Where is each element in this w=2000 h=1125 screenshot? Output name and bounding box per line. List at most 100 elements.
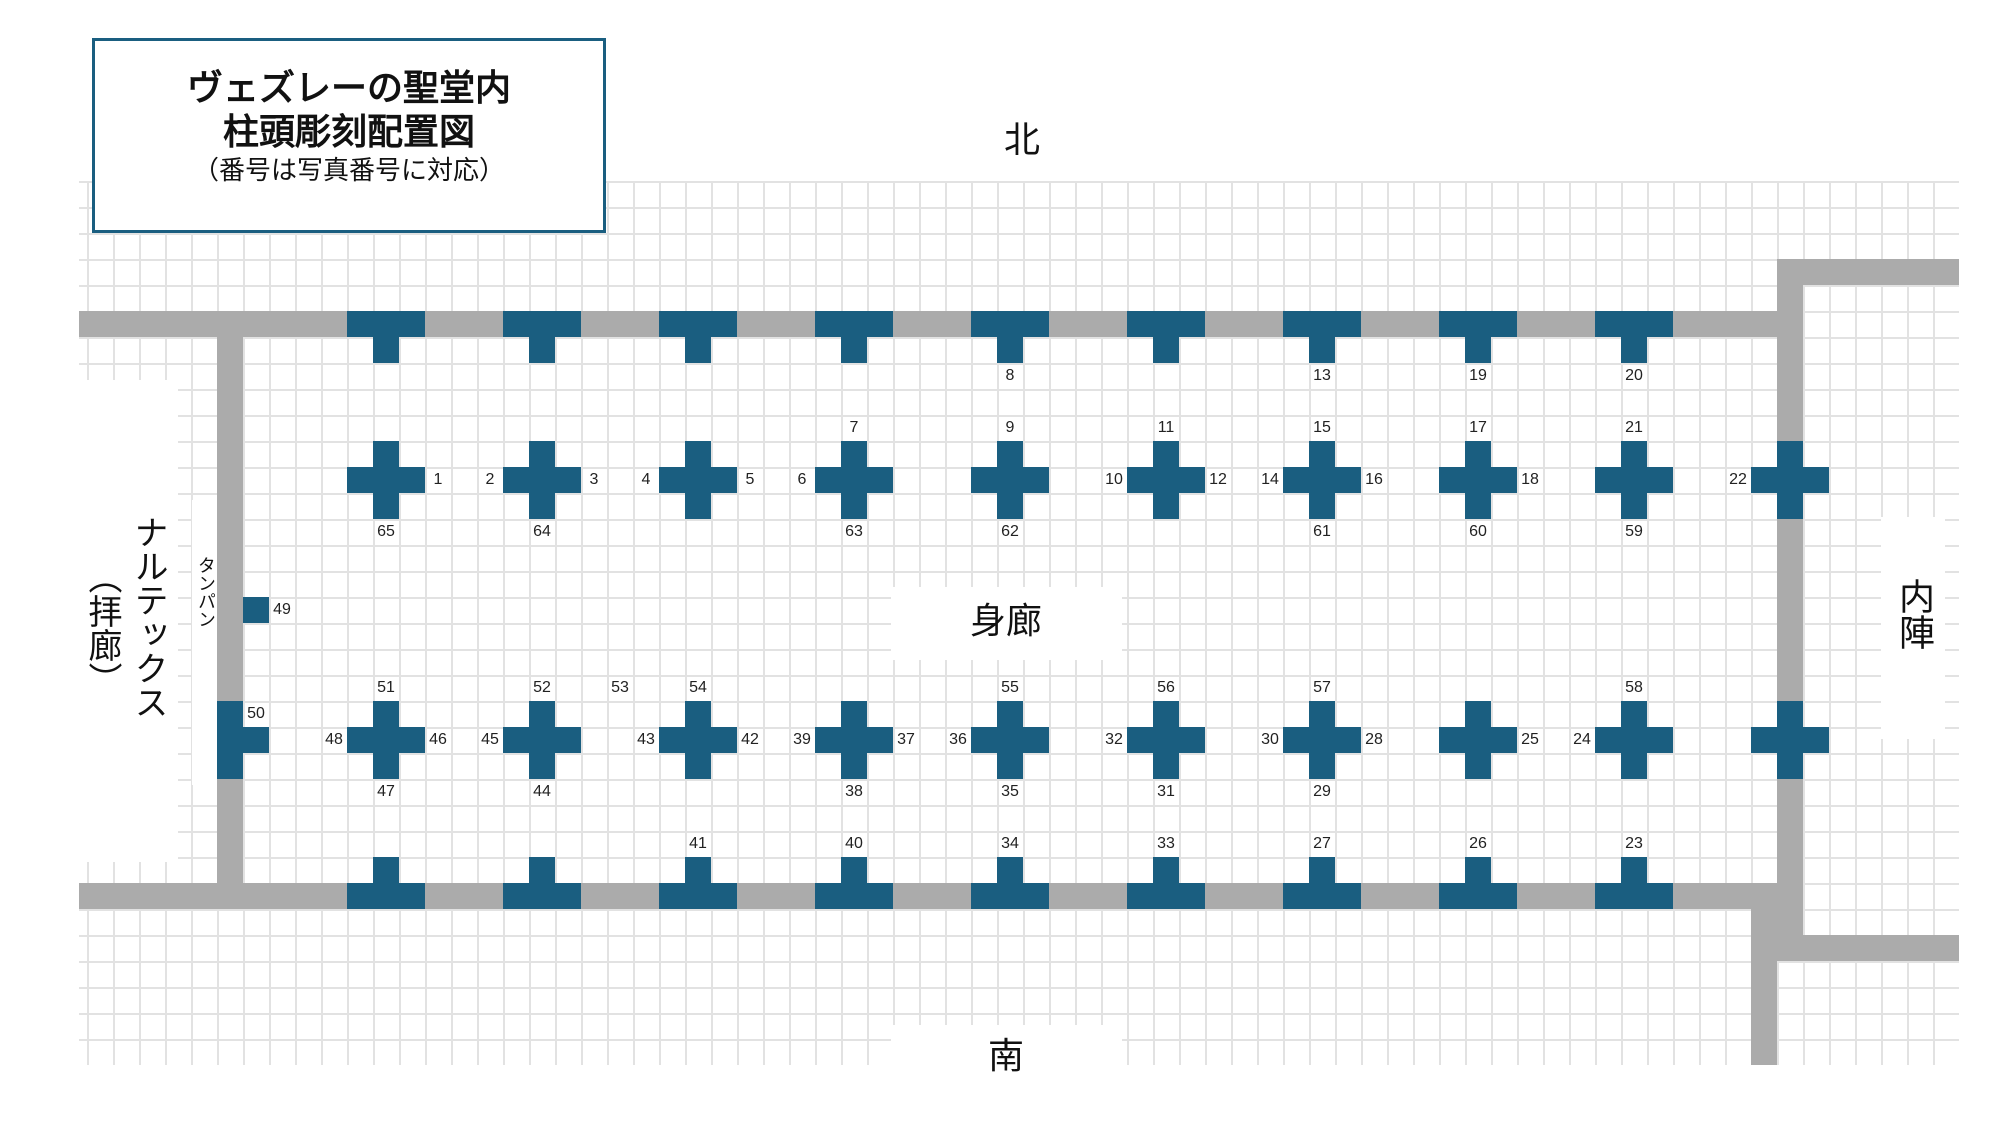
north-wall-pillar: [1309, 337, 1335, 363]
north-wall-pillar: [347, 311, 425, 337]
north-arcade-pillar: [971, 467, 1049, 493]
capital-number-label: 8: [1005, 367, 1015, 384]
choir-label-area: [1881, 517, 1945, 739]
narthex-sub-label: （拝廊）: [82, 560, 122, 696]
south-arcade-pillar: [503, 727, 581, 753]
south-wall-pillar: [1439, 883, 1517, 909]
south-label-area: [891, 1025, 1122, 1065]
north-wall-pillar: [1439, 311, 1517, 337]
capital-number-label: 44: [533, 783, 551, 800]
south-arcade-pillar: [1283, 727, 1361, 753]
capital-number-label: 38: [845, 783, 863, 800]
capital-number-label: 54: [689, 679, 707, 696]
capital-number-label: 55: [1001, 679, 1019, 696]
south-wall-pillar: [1309, 857, 1335, 883]
north-arcade-pillar: [815, 467, 893, 493]
south-wall-pillar: [373, 857, 399, 883]
north-wall-pillar: [373, 337, 399, 363]
capital-number-label: 12: [1209, 471, 1227, 488]
capital-number-label: 30: [1261, 731, 1279, 748]
south-wall-pillar: [1465, 857, 1491, 883]
choir-north-wall: [1777, 259, 1959, 285]
title-line-2: 柱頭彫刻配置図: [222, 112, 475, 153]
capital-number-label: 10: [1105, 471, 1123, 488]
capital-number-label: 48: [325, 731, 343, 748]
capital-number-label: 47: [377, 783, 395, 800]
capital-number-label: 39: [793, 731, 811, 748]
north-arcade-pillar: [503, 467, 581, 493]
capital-number-label: 20: [1625, 367, 1643, 384]
east-wall: [1777, 259, 1803, 961]
capital-number-label: 59: [1625, 523, 1643, 540]
capital-number-label: 64: [533, 523, 551, 540]
capital-number-label: 13: [1313, 367, 1331, 384]
ambulatory-wall: [1751, 883, 1777, 1065]
tympanum-label-area: [192, 500, 217, 785]
capital-number-label: 33: [1157, 835, 1175, 852]
south-wall-pillar: [1283, 883, 1361, 909]
capital-number-label: 62: [1001, 523, 1019, 540]
capital-number-label: 61: [1313, 523, 1331, 540]
capital-number-label: 29: [1313, 783, 1331, 800]
north-arcade-pillar: [1439, 467, 1517, 493]
capital-number-label: 53: [611, 679, 629, 696]
capital-number-label: 49: [273, 601, 291, 618]
capital-number-label: 43: [637, 731, 655, 748]
capital-number-label: 34: [1001, 835, 1019, 852]
capital-number-label: 25: [1521, 731, 1539, 748]
capital-number-label: 63: [845, 523, 863, 540]
north-wall-pillar: [503, 311, 581, 337]
capital-number-label: 28: [1365, 731, 1383, 748]
capital-number-label: 32: [1105, 731, 1123, 748]
capital-number-label: 31: [1157, 783, 1175, 800]
north-wall-pillar: [659, 311, 737, 337]
capital-number-label: 40: [845, 835, 863, 852]
capital-number-label: 60: [1469, 523, 1487, 540]
north-wall-pillar: [529, 337, 555, 363]
south-wall-pillar: [529, 857, 555, 883]
capital-number-label: 37: [897, 731, 915, 748]
north-wall: [79, 311, 1777, 337]
capital-number-label: 22: [1729, 471, 1747, 488]
capital-number-label: 14: [1261, 471, 1279, 488]
north-arcade-pillar: [1283, 467, 1361, 493]
capital-number-label: 50: [247, 705, 265, 722]
south-wall-pillar: [997, 857, 1023, 883]
north-wall-pillar: [1127, 311, 1205, 337]
capital-number-label: 46: [429, 731, 447, 748]
north-label: 北: [1004, 120, 1041, 161]
capital-number-label: 36: [949, 731, 967, 748]
capital-number-label: 19: [1469, 367, 1487, 384]
capital-number-label: 1: [433, 471, 443, 488]
north-wall-pillar: [1621, 337, 1647, 363]
north-arcade-pillar: [1127, 467, 1205, 493]
south-wall-pillar: [659, 883, 737, 909]
capital-number-label: 7: [849, 419, 859, 436]
north-wall-pillar: [1283, 311, 1361, 337]
south-arcade-pillar: [971, 727, 1049, 753]
capital-number-label: 26: [1469, 835, 1487, 852]
capital-number-label: 6: [797, 471, 807, 488]
capital-number-label: 56: [1157, 679, 1175, 696]
tympanum-capital: [243, 597, 269, 623]
south-wall-pillar: [815, 883, 893, 909]
capital-number-label: 42: [741, 731, 759, 748]
choir-label: 内陣: [1893, 578, 1934, 650]
west-wall: [217, 337, 243, 883]
capital-number-label: 2: [485, 471, 495, 488]
south-wall-pillar: [1153, 857, 1179, 883]
capital-number-label: 51: [377, 679, 395, 696]
capital-number-label: 5: [745, 471, 755, 488]
capital-number-label: 23: [1625, 835, 1643, 852]
choir-pillar-south: [1751, 727, 1829, 753]
capital-number-label: 17: [1469, 419, 1487, 436]
capital-number-label: 3: [589, 471, 599, 488]
north-wall-pillar: [841, 337, 867, 363]
narthex-label-area: [79, 380, 178, 862]
south-wall-pillar: [841, 857, 867, 883]
west-wall-pillar: [243, 727, 269, 753]
capital-number-label: 24: [1573, 731, 1591, 748]
choir-pillar-north: [1751, 467, 1829, 493]
capital-number-label: 15: [1313, 419, 1331, 436]
south-label: 南: [988, 1036, 1025, 1077]
